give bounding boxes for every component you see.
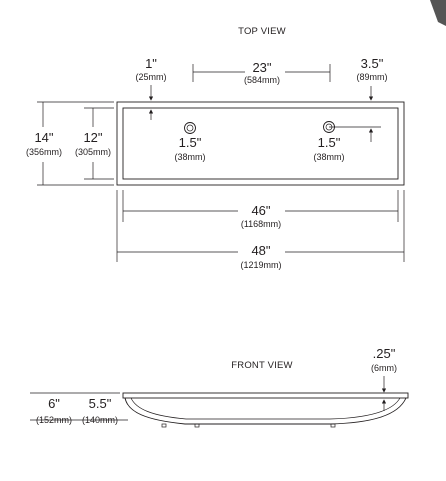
inset-top-in: 1" bbox=[145, 56, 157, 71]
drain-spacing-mm: (584mm) bbox=[244, 75, 280, 85]
outer-depth-in: 14" bbox=[34, 130, 53, 145]
drain-left-icon bbox=[184, 122, 196, 134]
inset-right-mm: (89mm) bbox=[357, 72, 388, 82]
sink-outer-outline bbox=[116, 101, 405, 186]
outer-length-mm: (1219mm) bbox=[240, 260, 281, 270]
sink-front-profile bbox=[122, 392, 409, 428]
sink-inner-outline bbox=[122, 107, 399, 180]
outer-length-in: 48" bbox=[251, 243, 270, 258]
inset-right-in: 3.5" bbox=[361, 56, 384, 71]
inner-height-in: 5.5" bbox=[89, 396, 112, 411]
corner-tab-icon bbox=[430, 0, 446, 26]
drain-left-in: 1.5" bbox=[179, 135, 202, 150]
top-view-title: TOP VIEW bbox=[238, 26, 286, 37]
rim-in: .25" bbox=[373, 346, 396, 361]
outer-height-mm: (152mm) bbox=[36, 415, 72, 425]
inner-depth-mm: (305mm) bbox=[75, 147, 111, 157]
drain-right-in: 1.5" bbox=[318, 135, 341, 150]
outer-height-in: 6" bbox=[48, 396, 60, 411]
inner-length-mm: (1168mm) bbox=[241, 219, 281, 229]
rim-mm: (6mm) bbox=[371, 363, 397, 373]
drain-spacing-in: 23" bbox=[252, 60, 271, 75]
inner-height-mm: (140mm) bbox=[82, 415, 118, 425]
outer-depth-mm: (356mm) bbox=[26, 147, 62, 157]
inner-length-in: 46" bbox=[251, 203, 270, 218]
inset-top-mm: (25mm) bbox=[136, 72, 167, 82]
front-view-title: FRONT VIEW bbox=[231, 360, 292, 371]
inner-depth-in: 12" bbox=[83, 130, 102, 145]
drain-left-mm: (38mm) bbox=[175, 152, 206, 162]
drain-right-mm: (38mm) bbox=[314, 152, 345, 162]
